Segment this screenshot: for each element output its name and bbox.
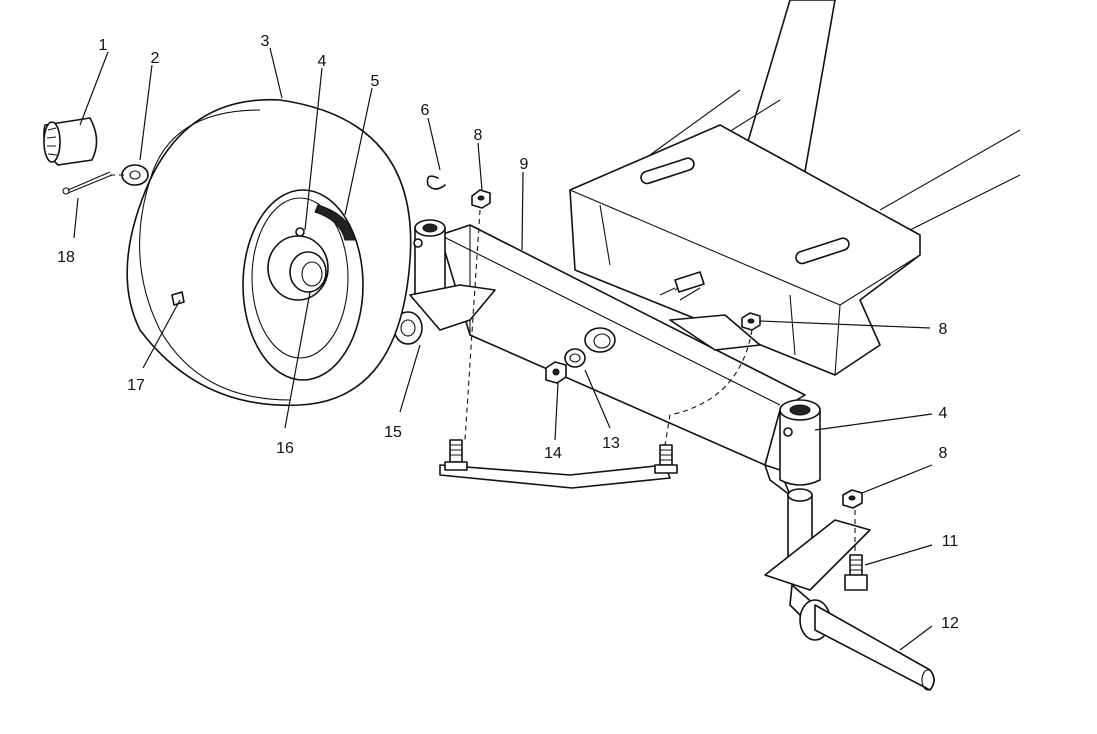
hub-cap <box>43 117 98 166</box>
callout-8-right: 8 <box>939 445 948 462</box>
callout-6: 6 <box>421 102 430 119</box>
callout-11: 11 <box>942 533 959 550</box>
callout-2: 2 <box>151 50 160 67</box>
callout-1: 1 <box>99 37 108 54</box>
callout-17: 17 <box>127 377 145 394</box>
right-spindle <box>764 488 935 691</box>
callout-labels: 1 2 3 4 5 6 8 9 18 8 17 4 15 13 16 14 8 … <box>57 33 959 632</box>
callout-4-left: 4 <box>318 53 327 70</box>
wheel-tire <box>126 98 412 407</box>
leader-lines <box>73 47 933 651</box>
lock-nut-right <box>842 489 863 509</box>
callout-3: 3 <box>261 33 270 50</box>
tie-rod <box>439 439 678 489</box>
right-spindle-tube <box>779 399 821 486</box>
pivot-bolt <box>659 271 705 296</box>
callout-16: 16 <box>276 440 294 457</box>
bolt-11 <box>844 554 868 591</box>
callout-8-middle: 8 <box>939 321 948 338</box>
callout-18: 18 <box>57 249 75 266</box>
callout-15: 15 <box>384 424 402 441</box>
washer-13 <box>564 348 586 368</box>
callout-13: 13 <box>602 435 620 452</box>
e-ring <box>426 175 446 190</box>
left-spindle-tube <box>409 219 496 331</box>
callout-4-right: 4 <box>939 405 948 422</box>
callout-8-top: 8 <box>474 127 483 144</box>
lock-nut-top <box>471 189 491 209</box>
tractor-frame <box>569 0 1021 376</box>
front-axle-beam <box>439 224 806 496</box>
lock-nut-middle <box>741 312 761 331</box>
nut-14 <box>545 361 567 384</box>
callout-12: 12 <box>941 615 959 632</box>
assembly-lines <box>110 174 856 555</box>
washer <box>121 164 149 186</box>
callout-5: 5 <box>371 73 380 90</box>
cotter-pin <box>62 171 113 195</box>
spacer-13 <box>584 327 616 353</box>
callout-14: 14 <box>544 445 562 462</box>
callout-9: 9 <box>520 156 529 173</box>
